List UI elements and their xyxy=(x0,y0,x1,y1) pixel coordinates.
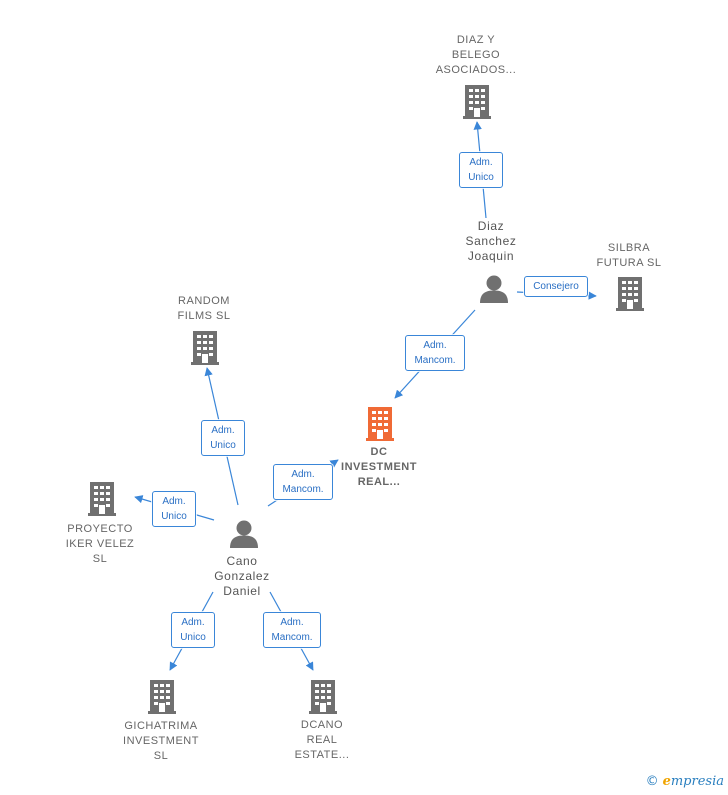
node-label-silbra[interactable]: SILBRA FUTURA SL xyxy=(596,242,662,269)
edge-badge[interactable]: Adm. Unico xyxy=(201,420,245,456)
node-label-dc-investment[interactable]: DC INVESTMENT REAL... xyxy=(341,446,417,488)
node-label-gichatrima[interactable]: GICHATRIMA INVESTMENT SL xyxy=(123,720,199,762)
copyright-icon: © xyxy=(645,774,659,789)
node-label-cano-gonzalez[interactable]: Cano Gonzalez Daniel xyxy=(214,554,270,598)
node-label-proyecto-iker[interactable]: PROYECTO IKER VELEZ SL xyxy=(65,523,135,565)
building-icon[interactable] xyxy=(616,277,644,311)
edge-badge[interactable]: Adm. Unico xyxy=(459,152,503,188)
edge-badge[interactable]: Adm. Mancom. xyxy=(405,335,465,371)
edge-badge[interactable]: Adm. Mancom. xyxy=(263,612,321,648)
building-icon[interactable] xyxy=(88,482,116,516)
building-icon[interactable] xyxy=(463,85,491,119)
node-label-dcano[interactable]: DCANO REAL ESTATE... xyxy=(294,719,350,761)
person-icon[interactable] xyxy=(230,520,258,549)
building-icon[interactable] xyxy=(309,680,337,714)
node-label-random-films[interactable]: RANDOM FILMS SL xyxy=(177,295,231,322)
node-label-diaz-sanchez[interactable]: Diaz Sanchez Joaquin xyxy=(465,219,517,263)
brand-name: mpresia xyxy=(670,774,724,789)
edge-badge[interactable]: Consejero xyxy=(524,276,588,297)
empresia-logo[interactable]: ©empresia xyxy=(646,774,724,789)
building-icon[interactable] xyxy=(148,680,176,714)
node-label-diaz-belego[interactable]: DIAZ Y BELEGO ASOCIADOS... xyxy=(435,34,517,76)
person-icon[interactable] xyxy=(480,275,508,304)
building-icon[interactable] xyxy=(366,407,394,441)
edge-badge[interactable]: Adm. Unico xyxy=(152,491,196,527)
building-icon[interactable] xyxy=(191,331,219,365)
brand-initial: e xyxy=(662,774,671,789)
edge-badge[interactable]: Adm. Mancom. xyxy=(273,464,333,500)
edge-badge[interactable]: Adm. Unico xyxy=(171,612,215,648)
